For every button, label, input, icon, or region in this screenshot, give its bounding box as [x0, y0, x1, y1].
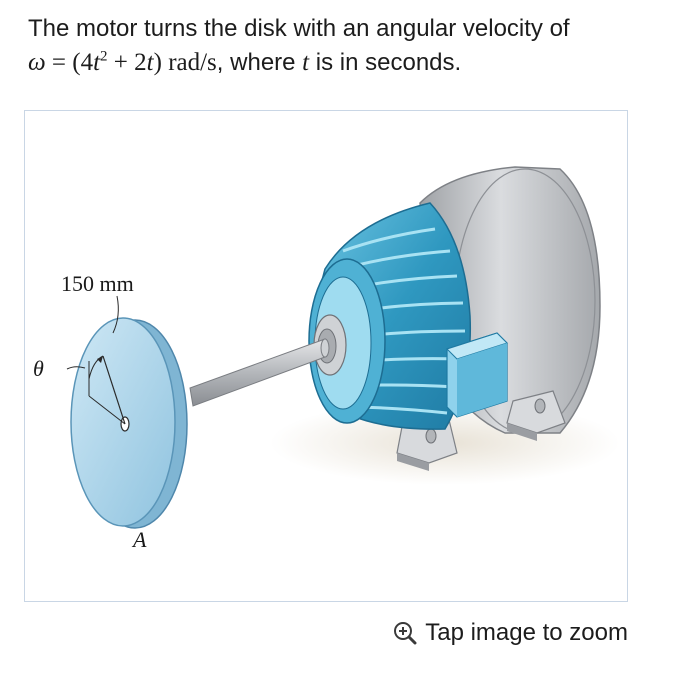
motor-disk-figure: 150 mm θ A: [33, 166, 620, 552]
zoom-in-icon: [394, 622, 417, 645]
tap-to-zoom-button[interactable]: Tap image to zoom: [393, 619, 628, 647]
radius-label: 150 mm: [61, 271, 134, 296]
problem-line-1: The motor turns the disk with an angular…: [28, 15, 570, 42]
zoom-label: Tap image to zoom: [425, 619, 628, 646]
disk: [66, 295, 188, 529]
problem-line-2: ω = (4t2 + 2t) rad/s, where t is in seco…: [28, 48, 462, 76]
problem-statement: The motor turns the disk with an angular…: [28, 12, 678, 80]
omega-expression: ω = (4t2 + 2t) rad/s: [28, 48, 217, 76]
theta-label: θ: [33, 356, 44, 381]
figure-image[interactable]: 150 mm θ A: [24, 110, 628, 602]
point-a-label: A: [131, 527, 147, 552]
terminal-box: [446, 332, 508, 418]
motor-shaft: [189, 338, 330, 407]
motor-end-bell: [308, 258, 386, 424]
